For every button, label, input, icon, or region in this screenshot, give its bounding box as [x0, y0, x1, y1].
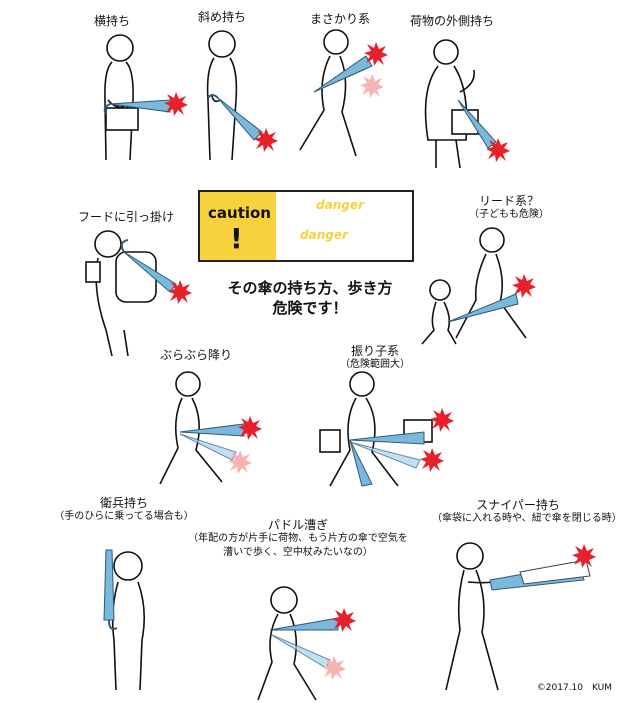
- label-furiko-group: 振り子系 （危険範囲大）: [320, 344, 430, 372]
- figure-paddle: [257, 586, 317, 701]
- umbrella-sniper: [489, 544, 596, 591]
- headline-line2: 危険です！: [272, 299, 348, 317]
- credit: ©2017.10 KUM: [536, 683, 612, 693]
- caution-yellow-panel: [200, 192, 276, 260]
- label-nimotsu: 荷物の外側持ち: [410, 14, 495, 28]
- label-lead-group: リード系？ （子どもも危険）: [454, 194, 564, 222]
- label-hood: フードに引っ掛け: [78, 210, 175, 224]
- danger-burst: [164, 92, 188, 116]
- figure-furiko: [319, 371, 433, 487]
- headline: その傘の持ち方、歩き方 危険です！: [200, 278, 420, 318]
- umbrella-eihei: [103, 549, 118, 630]
- figure-sniper: [445, 542, 505, 691]
- figure-masakari: [299, 29, 357, 157]
- danger-burst: [420, 448, 444, 472]
- label-paddle-group: パドル漕ぎ （年配の方が片手に荷物、もう片方の傘で空気を 漕いで歩く、空中杖みた…: [186, 518, 410, 560]
- label-furiko: 振り子系: [350, 344, 399, 358]
- label-naname: 斜め持ち: [198, 10, 247, 24]
- label-sniper: スナイパー持ち: [476, 498, 560, 512]
- danger-label-1: danger: [316, 198, 364, 212]
- umbrella-furiko: [349, 408, 454, 487]
- figure-burabura: [159, 371, 223, 485]
- figure-yoko: [104, 34, 139, 161]
- label-eihei: 衛兵持ち: [99, 496, 148, 510]
- label-paddle-sub2: 漕いで歩く、空中杖みたいなの）: [223, 547, 373, 558]
- label-lead: リード系？: [478, 194, 539, 208]
- umbrella-paddle: [269, 608, 356, 680]
- caution-word: caution: [208, 204, 271, 222]
- label-burabura: ぶらぶら降り: [160, 348, 233, 362]
- figure-lead: [421, 227, 527, 345]
- label-paddle: パドル漕ぎ: [267, 518, 329, 532]
- label-eihei-sub: （手のひらに乗ってる場合も）: [54, 511, 194, 522]
- label-sniper-group: スナイパー持ち （傘袋に入れる時や、紐で傘を閉じる時）: [432, 498, 622, 526]
- umbrella-masakari: [313, 42, 388, 98]
- label-lead-sub: （子どもも危険）: [469, 209, 549, 220]
- caution-box: caution !: [198, 190, 414, 262]
- label-eihei-group: 衛兵持ち （手のひらに乗ってる場合も）: [54, 496, 194, 524]
- danger-burst: [430, 408, 454, 432]
- label-masakari: まさかり系: [310, 12, 371, 26]
- caution-exclamation: !: [230, 222, 243, 255]
- umbrella-lead: [447, 274, 536, 323]
- umbrella-nimotsu: [457, 99, 510, 162]
- umbrella-yoko: [103, 92, 188, 116]
- danger-burst-pale: [360, 74, 384, 98]
- headline-line1: その傘の持ち方、歩き方: [227, 279, 393, 297]
- label-yoko: 横持ち: [94, 14, 131, 28]
- danger-burst: [238, 416, 262, 440]
- umbrella-naname: [207, 94, 278, 152]
- figure-naname: [206, 30, 238, 161]
- figure-nimotsu: [424, 39, 479, 169]
- label-paddle-sub1: （年配の方が片手に荷物、もう片方の傘で空気を: [188, 533, 408, 544]
- label-sniper-sub: （傘袋に入れる時や、紐で傘を閉じる時）: [432, 513, 622, 524]
- umbrella-burabura: [179, 416, 262, 474]
- umbrella-hood: [120, 239, 192, 304]
- label-furiko-sub: （危険範囲大）: [340, 359, 410, 370]
- figure-hood: [85, 230, 157, 357]
- figure-eihei: [111, 551, 146, 691]
- danger-label-2: danger: [300, 228, 348, 242]
